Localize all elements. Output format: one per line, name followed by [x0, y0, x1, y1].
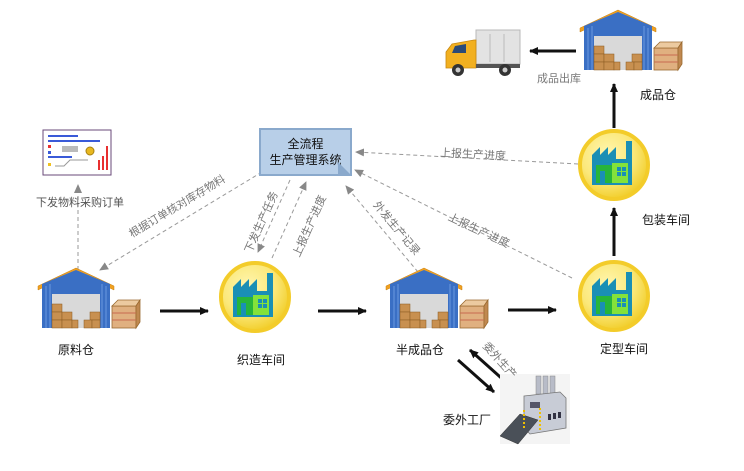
finished-warehouse-label: 成品仓 — [640, 88, 677, 102]
system-title-line1: 全流程 — [287, 137, 324, 151]
check-inventory-line — [99, 171, 263, 271]
issue-task-line — [257, 179, 291, 253]
report-progress-shaping-line — [354, 169, 573, 279]
production-management-system-box[interactable]: 全流程 生产管理系统 — [259, 128, 352, 176]
report-progress-packing-label: 上报生产进度 — [439, 146, 507, 163]
purchase-order-document-icon — [42, 129, 112, 176]
finished-warehouse-icon — [579, 9, 683, 71]
outsource-record-line — [345, 185, 419, 273]
system-title-line2: 生产管理系统 — [269, 153, 342, 167]
weaving-workshop-label: 织造车间 — [237, 353, 286, 367]
page-fold-icon — [338, 162, 352, 176]
packing-workshop-icon — [578, 129, 650, 201]
raw-warehouse-label: 原料仓 — [58, 343, 95, 357]
purchase-order-label: 下发物料采购订单 — [36, 196, 124, 209]
outsource-factory-icon — [499, 374, 570, 445]
semi-to-outsource-arrow — [457, 358, 495, 394]
delivery-truck-icon — [445, 29, 521, 76]
semi-warehouse-icon — [385, 267, 489, 329]
packing-workshop-label: 包装车间 — [642, 213, 691, 227]
weaving-workshop-icon — [219, 261, 291, 333]
report-progress-packing-line — [355, 148, 579, 165]
raw-warehouse-icon — [37, 267, 141, 329]
semi-warehouse-label: 半成品仓 — [396, 343, 445, 357]
shaping-workshop-label: 定型车间 — [600, 342, 649, 356]
finished-out-label: 成品出库 — [537, 72, 581, 85]
outsource-factory-label: 委外工厂 — [443, 413, 492, 427]
shaping-workshop-icon — [578, 260, 650, 332]
